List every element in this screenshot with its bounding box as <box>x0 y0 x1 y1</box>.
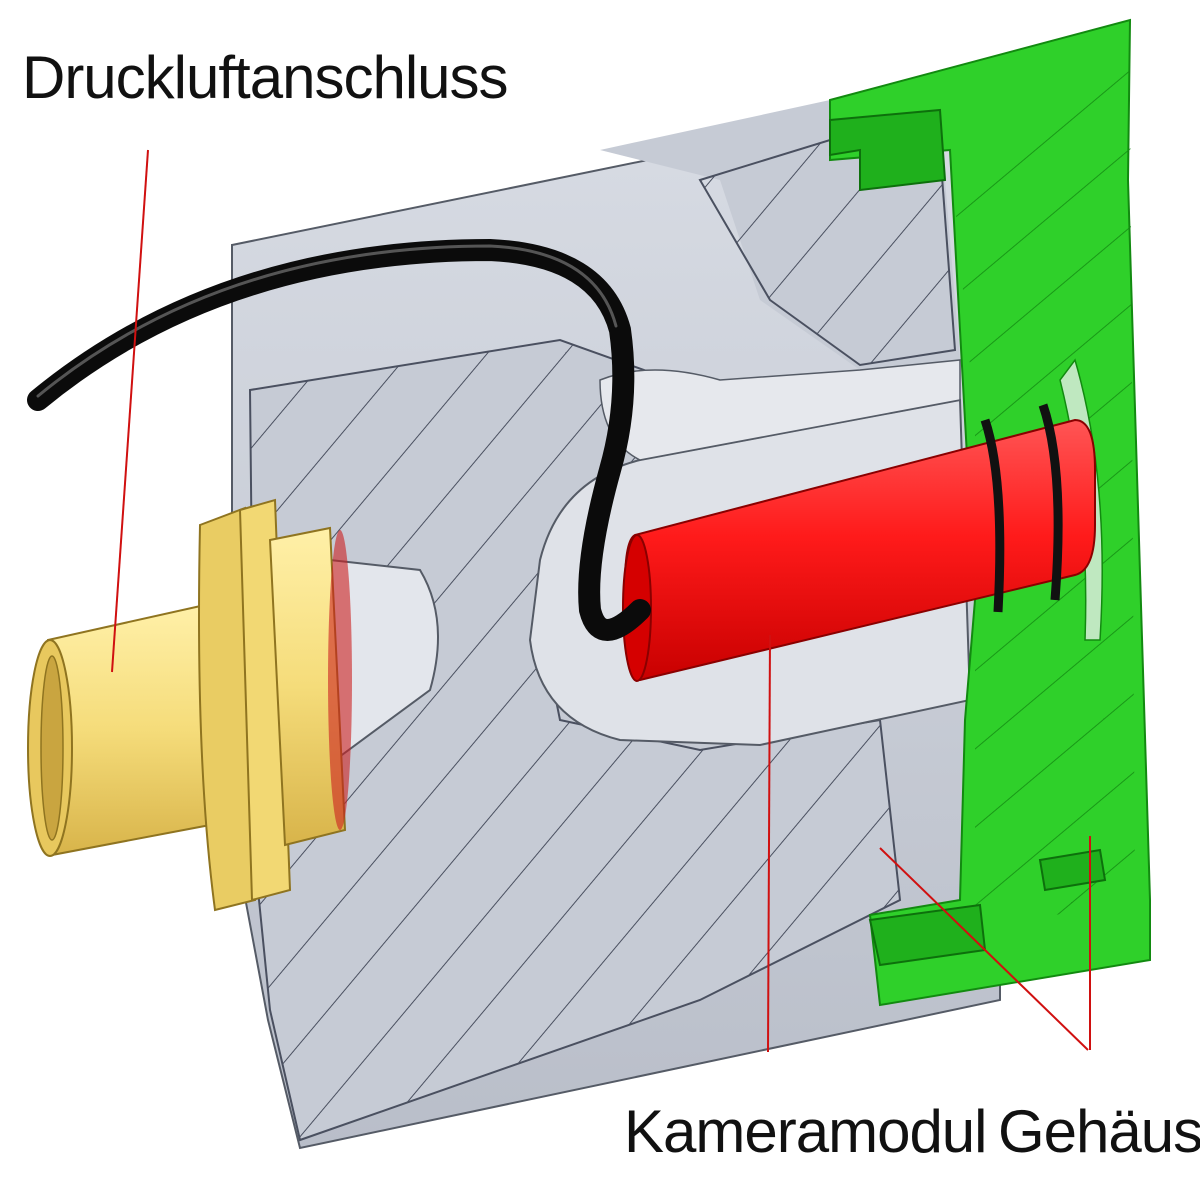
air-fitting <box>27 498 352 912</box>
leader-line-gehaeuse-1 <box>879 847 1089 1051</box>
label-gehaeuse: Gehäuse <box>998 1098 1200 1165</box>
leader-line-druckluftanschluss <box>111 149 149 673</box>
label-kameramodul: Kameramodul <box>624 1098 988 1165</box>
label-druckluftanschluss: Druckluftanschluss <box>22 44 509 111</box>
leader-lines <box>111 149 1091 1053</box>
leader-line-kameramodul <box>767 634 771 1053</box>
